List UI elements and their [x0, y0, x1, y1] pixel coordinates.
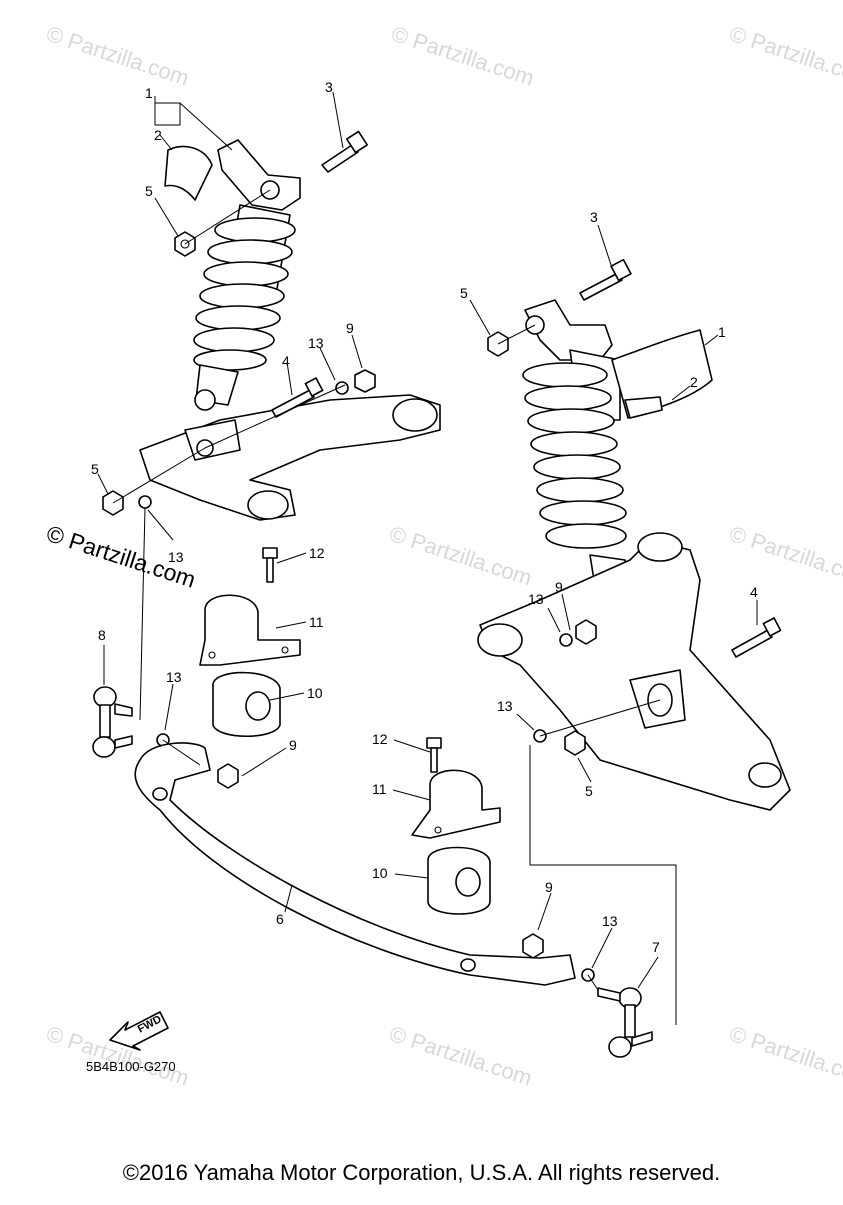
watermark: © Partzilla.com [43, 21, 192, 91]
watermark: © Partzilla.com [726, 21, 843, 91]
right-shock-absorber [522, 299, 713, 620]
nut-stab-right [522, 933, 544, 959]
callout-label: 1 [145, 85, 153, 101]
pivot-bushing-left-front [392, 398, 438, 432]
callout-label: 6 [276, 911, 284, 927]
watermark: © Partzilla.com [386, 521, 535, 591]
diagram-code: 5B4B100-G270 [86, 1059, 176, 1074]
watermark-group: © Partzilla.com © Partzilla.com © Partzi… [43, 21, 843, 1091]
callout-label: 4 [750, 584, 758, 600]
callout-label: 13 [166, 669, 182, 685]
callout-label: 2 [690, 374, 698, 390]
callout-label: 5 [145, 183, 153, 199]
callout-label: 9 [555, 579, 563, 595]
nut-stab-left [217, 763, 239, 789]
shock-upper-mount-right [524, 299, 613, 361]
bushing-holder-right [411, 769, 501, 839]
bolt-right-lower [731, 617, 782, 658]
washer-left-lower [138, 495, 152, 509]
bushing-right [427, 846, 491, 915]
shock-upper-mount-left [217, 139, 301, 211]
callout-label: 10 [372, 865, 388, 881]
callout-label: 3 [590, 209, 598, 225]
callout-label: 8 [98, 627, 106, 643]
callout-label: 5 [585, 783, 593, 799]
bolt-left-upper [321, 130, 369, 173]
callout-label: 1 [718, 324, 726, 340]
callout-label: 9 [545, 879, 553, 895]
callout-label: 5 [460, 285, 468, 301]
callout-label: 13 [497, 698, 513, 714]
callout-label: 11 [309, 614, 324, 630]
callout-label: 13 [528, 591, 544, 607]
shock-guard-left [164, 145, 213, 201]
bolt-left-lower [271, 377, 324, 418]
callout-label: 12 [372, 731, 388, 747]
callout-label: 4 [282, 353, 290, 369]
callout-label: 3 [325, 79, 333, 95]
watermark: © Partzilla.com [386, 1021, 535, 1091]
callout-label: 13 [168, 549, 184, 565]
callout-label: 10 [307, 685, 323, 701]
callout-leaders [97, 91, 758, 989]
bushing-left [212, 671, 281, 738]
left-shock-absorber [164, 139, 301, 411]
nut-left-9 [354, 369, 376, 393]
callout-label: 11 [372, 781, 387, 797]
callout-label: 9 [289, 737, 297, 753]
nut-right-9 [575, 619, 597, 645]
nut-right-lower [564, 730, 586, 756]
callout-label: 13 [602, 913, 618, 929]
callout-label: 9 [346, 320, 354, 336]
copyright-notice: ©2016 Yamaha Motor Corporation, U.S.A. A… [122, 1160, 721, 1185]
callout-label: 2 [154, 127, 162, 143]
callout-label: 12 [309, 545, 325, 561]
callout-numbers: 1 2 3 5 13 9 4 5 13 12 11 10 8 13 9 3 5 … [91, 79, 758, 955]
shock-spring-left [193, 217, 296, 371]
bolt-12-right [426, 737, 442, 773]
stabilizer-link-right [597, 987, 653, 1058]
watermark: © Partzilla.com [726, 521, 843, 591]
pivot-bushing-right-top [637, 532, 683, 562]
stabilizer-link-left [92, 686, 133, 758]
bolt-right-upper [579, 258, 632, 301]
washer-right [559, 633, 573, 647]
bushing-holder-left [199, 594, 301, 666]
callout-label: 7 [652, 939, 660, 955]
pivot-bushing-left-rear [247, 490, 289, 520]
watermark: © Partzilla.com [726, 1021, 843, 1091]
shock-spring-right [522, 362, 627, 549]
bolt-12-left [262, 547, 278, 583]
alignment-lines [112, 189, 677, 1025]
stabilizer-bar [134, 742, 576, 986]
pivot-bushing-right-front [477, 623, 523, 657]
watermark: © Partzilla.com [388, 21, 537, 91]
left-a-arm [139, 394, 441, 521]
callout-label: 13 [308, 335, 324, 351]
callout-label: 5 [91, 461, 99, 477]
lower-bushing [194, 389, 216, 411]
